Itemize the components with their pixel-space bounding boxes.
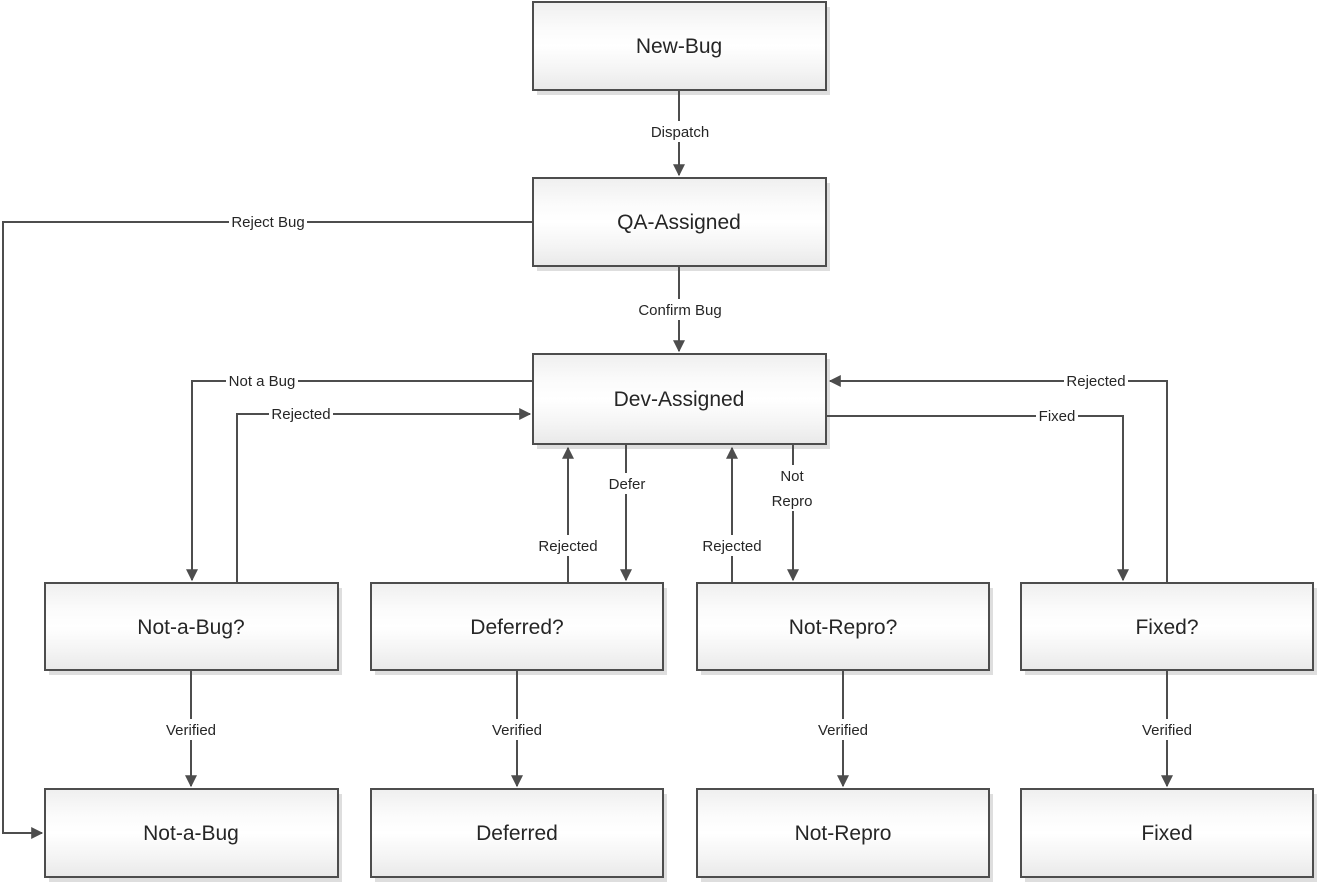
edge-label-rejected-left: Rejected [269, 403, 333, 424]
edge-label-text: Reject Bug [231, 214, 304, 231]
edge-label-text: Not [780, 468, 804, 485]
edge-label-bg [269, 403, 333, 424]
edge-label-text: Not a Bug [229, 373, 296, 390]
edge-label-text: Repro [772, 493, 813, 510]
edge-label-text: Verified [492, 722, 542, 739]
node-label: QA-Assigned [617, 211, 741, 234]
node-not-a-bug: Not-a-Bug [44, 788, 342, 882]
node-not-repro-question: Not-Repro? [696, 582, 993, 675]
edge-label-verified-not-repro: Verified [815, 719, 871, 740]
node-not-repro: Not-Repro [696, 788, 993, 882]
node-label: Not-a-Bug? [137, 616, 244, 639]
edge-line [826, 415, 1129, 582]
node-box [1020, 582, 1314, 671]
edge-label-bg [536, 535, 600, 556]
edge-label-text: Verified [1142, 722, 1192, 739]
edge-reject-bug [2, 221, 533, 839]
node-box [370, 788, 664, 878]
edge-label-rejected-not-repro: Rejected [700, 535, 764, 556]
edge-label-bg [1036, 405, 1078, 426]
edge-label-rejected-fixed: Rejected [1064, 370, 1128, 391]
edge-label-not-repro-verdict: Not Repro [769, 465, 815, 511]
edge-label-reject-bug: Reject Bug [229, 211, 307, 232]
node-new-bug: New-Bug [532, 1, 830, 95]
node-box [532, 1, 827, 91]
node-box [44, 788, 339, 878]
edge-label-not-a-bug-verdict: Not a Bug [226, 370, 298, 391]
edge-label-text: Rejected [271, 406, 330, 423]
edge-label-text: Fixed [1039, 408, 1076, 425]
edge-label-verified-fixed: Verified [1139, 719, 1195, 740]
edge-label-verified-deferred: Verified [489, 719, 545, 740]
edge-label-text: Rejected [702, 538, 761, 555]
edge-label-bg [605, 473, 649, 494]
edge-line [236, 408, 532, 583]
node-label: Dev-Assigned [614, 388, 745, 411]
node-deferred-question: Deferred? [370, 582, 667, 675]
edge-label-confirm-bug: Confirm Bug [637, 299, 723, 320]
node-label: New-Bug [636, 35, 722, 58]
edge-label-text: Rejected [538, 538, 597, 555]
edge-label-text: Dispatch [651, 124, 709, 141]
node-label: Not-Repro [795, 822, 892, 845]
edge-label-bg [700, 535, 764, 556]
edge-label-text: Defer [609, 476, 646, 493]
edge-label-bg [226, 370, 298, 391]
edge-label-bg [637, 299, 723, 320]
edge-label-dispatch: Dispatch [647, 121, 713, 142]
node-box [532, 353, 827, 445]
edge-label-bg [647, 121, 713, 142]
edge-rejected-from-fixed-question [828, 375, 1168, 583]
edge-label-defer: Defer [605, 473, 649, 494]
node-label: Deferred [476, 822, 558, 845]
node-deferred: Deferred [370, 788, 667, 882]
node-dev-assigned: Dev-Assigned [532, 353, 830, 449]
node-label: Not-Repro? [789, 616, 898, 639]
edge-label-bg [489, 719, 545, 740]
node-fixed-question: Fixed? [1020, 582, 1317, 675]
node-qa-assigned: QA-Assigned [532, 177, 830, 271]
node-box [1020, 788, 1314, 878]
edge-label-bg [1064, 370, 1128, 391]
edge-label-text: Confirm Bug [638, 302, 721, 319]
edge-line [828, 375, 1168, 583]
edge-label-fixed-verdict: Fixed [1036, 405, 1078, 426]
node-label: Not-a-Bug [143, 822, 239, 845]
edge-line [186, 380, 533, 582]
edge-label-bg [229, 211, 307, 232]
edge-label-bg [1139, 719, 1195, 740]
edge-label-text: Verified [166, 722, 216, 739]
node-box [696, 788, 990, 878]
edge-label-verified-not-a-bug: Verified [163, 719, 219, 740]
edge-label-rejected-deferred: Rejected [536, 535, 600, 556]
node-label: Fixed [1141, 822, 1192, 845]
edge-label-text: Rejected [1066, 373, 1125, 390]
edge-not-a-bug-verdict [186, 380, 533, 582]
node-label: Deferred? [470, 616, 563, 639]
edge-rejected-from-not-a-bug-question [236, 408, 532, 583]
node-box [44, 582, 339, 671]
node-not-a-bug-question: Not-a-Bug? [44, 582, 342, 675]
edge-label-bg [163, 719, 219, 740]
node-fixed: Fixed [1020, 788, 1317, 882]
edge-label-bg [815, 719, 871, 740]
edge-fixed-verdict [826, 415, 1129, 582]
edge-label-bg [769, 465, 815, 511]
edge-label-text: Verified [818, 722, 868, 739]
edge-line [2, 221, 533, 839]
node-label: Fixed? [1135, 616, 1198, 639]
node-box [696, 582, 990, 671]
